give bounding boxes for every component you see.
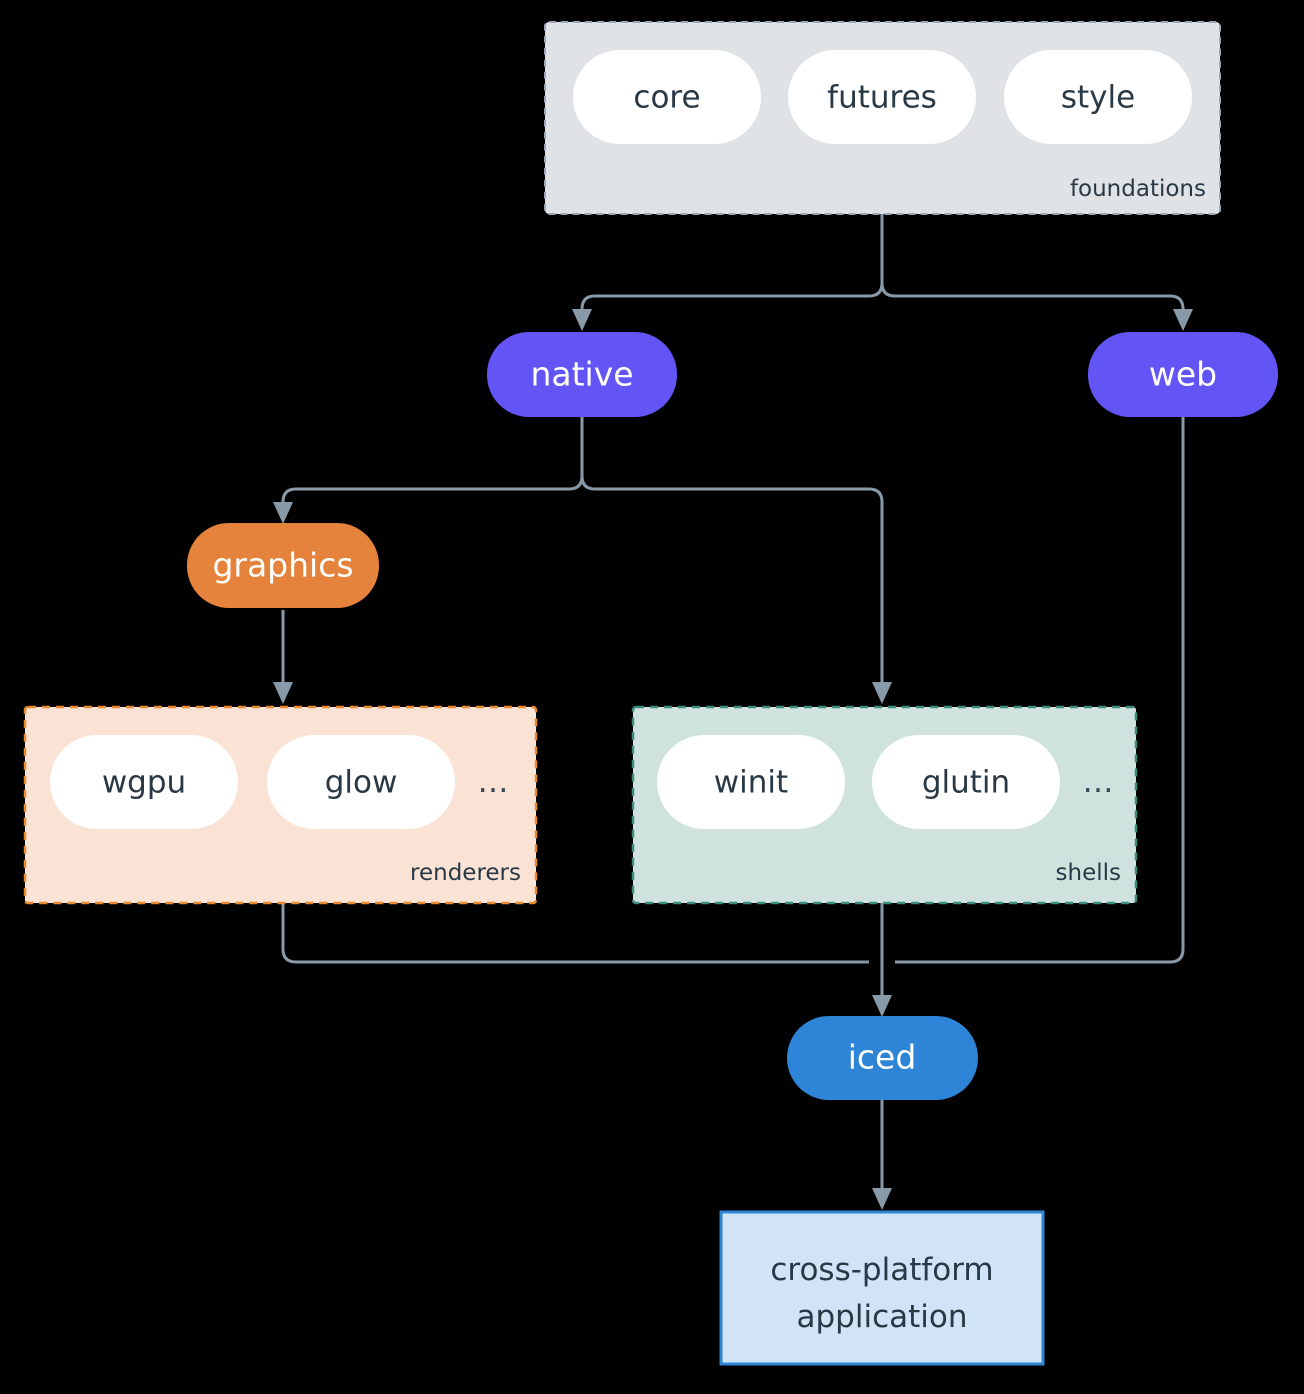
futures-label: futures bbox=[827, 80, 937, 116]
futures-pill bbox=[788, 50, 976, 144]
winit-pill bbox=[657, 735, 845, 829]
foundations-cluster-label: foundations bbox=[1070, 176, 1206, 202]
node-graphics[interactable]: graphics bbox=[187, 523, 379, 608]
winit-label: winit bbox=[714, 765, 788, 801]
node-glutin[interactable]: glutin bbox=[872, 735, 1060, 829]
graphics-pill bbox=[187, 523, 379, 608]
glutin-label: glutin bbox=[922, 765, 1010, 801]
edge-foundations-to-native bbox=[572, 214, 884, 331]
native-label: native bbox=[530, 355, 633, 394]
graphics-label: graphics bbox=[212, 546, 353, 585]
edge-layer bbox=[273, 214, 1193, 1210]
node-core[interactable]: core bbox=[573, 50, 761, 144]
edge-native-to-graphics bbox=[273, 417, 584, 524]
web-pill bbox=[1088, 332, 1278, 417]
edge-web-to-iced bbox=[895, 417, 1185, 964]
node-application[interactable]: cross-platform application bbox=[719, 1210, 1045, 1366]
edge-renderers-to-iced bbox=[281, 903, 869, 964]
web-label: web bbox=[1149, 355, 1217, 394]
core-label: core bbox=[633, 80, 700, 116]
application-label-line2: application bbox=[797, 1299, 968, 1335]
wgpu-label: wgpu bbox=[102, 765, 186, 801]
node-winit[interactable]: winit bbox=[657, 735, 845, 829]
renderers-ellipsis-label: … bbox=[478, 764, 509, 800]
style-label: style bbox=[1061, 80, 1135, 116]
core-pill bbox=[573, 50, 761, 144]
style-pill bbox=[1004, 50, 1192, 144]
cluster-renderers[interactable]: wgpu glow … renderers bbox=[23, 705, 538, 905]
node-wgpu[interactable]: wgpu bbox=[50, 735, 238, 829]
application-box bbox=[719, 1210, 1045, 1366]
glutin-pill bbox=[872, 735, 1060, 829]
node-iced[interactable]: iced bbox=[787, 1016, 978, 1100]
node-glow[interactable]: glow bbox=[267, 735, 455, 829]
wgpu-pill bbox=[50, 735, 238, 829]
node-style[interactable]: style bbox=[1004, 50, 1192, 144]
shells-ellipsis-label: … bbox=[1083, 764, 1114, 800]
renderers-cluster-label: renderers bbox=[410, 860, 521, 886]
application-label-line1: cross-platform bbox=[770, 1252, 993, 1288]
node-futures[interactable]: futures bbox=[788, 50, 976, 144]
cluster-foundations[interactable]: core futures style foundations bbox=[544, 21, 1221, 215]
native-pill bbox=[487, 332, 677, 417]
edge-native-to-shells bbox=[580, 417, 892, 704]
glow-label: glow bbox=[325, 765, 398, 801]
edge-foundations-to-web bbox=[880, 214, 1193, 331]
glow-pill bbox=[267, 735, 455, 829]
iced-label: iced bbox=[848, 1038, 917, 1077]
shells-cluster-label: shells bbox=[1056, 860, 1121, 886]
node-web[interactable]: web bbox=[1088, 332, 1278, 417]
cluster-shells[interactable]: winit glutin … shells bbox=[631, 705, 1138, 905]
node-native[interactable]: native bbox=[487, 332, 677, 417]
iced-pill bbox=[787, 1016, 978, 1100]
